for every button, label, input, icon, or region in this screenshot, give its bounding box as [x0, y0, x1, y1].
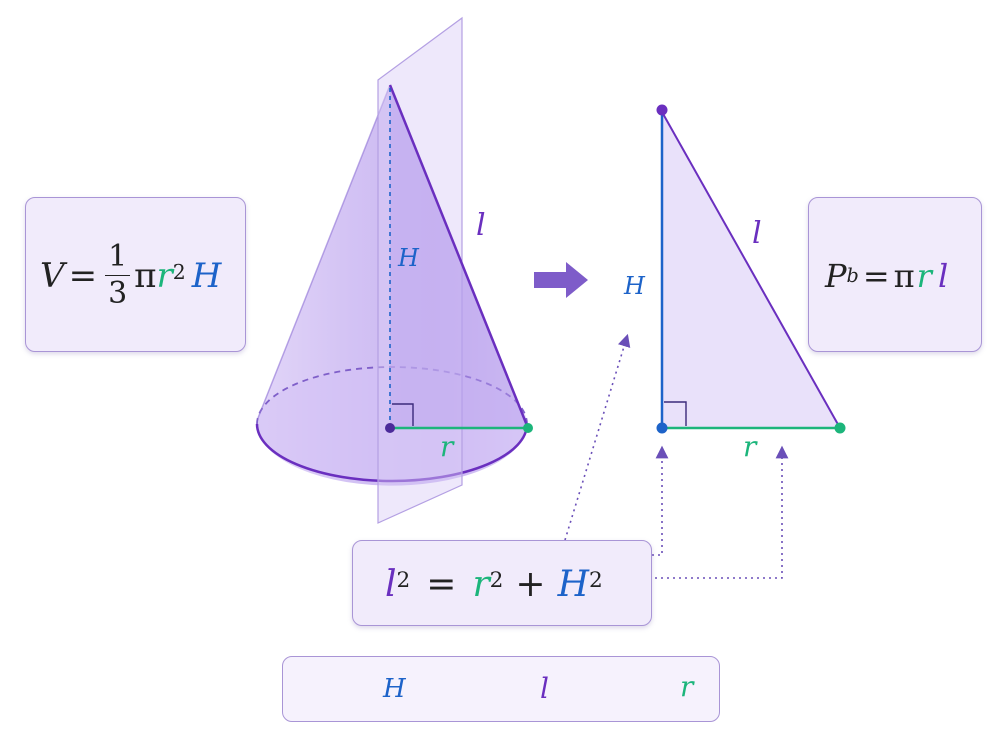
- cone-base-front-edge: [255, 423, 529, 483]
- triangle-label-l: l: [752, 216, 762, 251]
- triangle-right-angle: [664, 401, 687, 426]
- pyth-r: r: [472, 563, 490, 605]
- cone-right-angle: [392, 403, 414, 426]
- pyth-equals: =: [426, 563, 457, 605]
- cone-left-edge: [257, 84, 391, 419]
- volume-equals: =: [68, 255, 98, 296]
- triangle-side-l: [661, 111, 841, 429]
- pyth-l-exponent: 2: [396, 568, 411, 594]
- cone-rim-point: [523, 423, 533, 433]
- legend-label-l: l: [540, 672, 549, 705]
- cone-slant-l: [388, 84, 530, 429]
- volume-r: r: [156, 255, 173, 296]
- cone-label-h: H: [398, 244, 419, 272]
- transition-arrow: [534, 262, 588, 298]
- volume-h: H: [191, 255, 222, 296]
- lateral-pi: π: [893, 256, 915, 295]
- legend-box: [282, 656, 720, 722]
- legend-label-r: r: [680, 670, 694, 703]
- cone-center-point: [385, 423, 395, 433]
- fraction-numerator: 1: [105, 242, 131, 276]
- lateral-l: l: [937, 256, 949, 295]
- cone-label-r: r: [440, 430, 454, 463]
- cutting-plane: [377, 16, 463, 524]
- pyth-r-exponent: 2: [489, 568, 504, 594]
- volume-pi: π: [134, 255, 157, 296]
- pyth-h-exponent: 2: [588, 568, 603, 594]
- lateral-p: P: [825, 256, 847, 295]
- connector-to-h: [652, 445, 669, 556]
- connector-to-r: [655, 445, 789, 579]
- cone-base-back-edge: [256, 366, 528, 425]
- triangle-bottom-left-point: [656, 422, 668, 434]
- legend-label-h: H: [383, 674, 406, 704]
- triangle-label-r: r: [743, 430, 757, 463]
- lateral-p-subscript: b: [846, 264, 859, 287]
- pyth-l: l: [385, 563, 397, 605]
- fraction-denominator: 3: [108, 276, 128, 311]
- volume-r-exponent: 2: [172, 260, 186, 285]
- pyth-h: H: [557, 563, 589, 605]
- lateral-equals: =: [862, 256, 890, 295]
- triangle-bottom-right-point: [834, 422, 846, 434]
- pyth-plus: +: [515, 563, 546, 605]
- triangle-top-point: [656, 104, 668, 116]
- connector-to-l: [564, 333, 631, 541]
- cone-label-l: l: [476, 208, 486, 243]
- volume-symbol: V: [40, 255, 65, 296]
- volume-fraction: 1 3: [105, 242, 131, 311]
- lateral-r: r: [916, 256, 932, 295]
- triangle-label-h: H: [624, 272, 645, 300]
